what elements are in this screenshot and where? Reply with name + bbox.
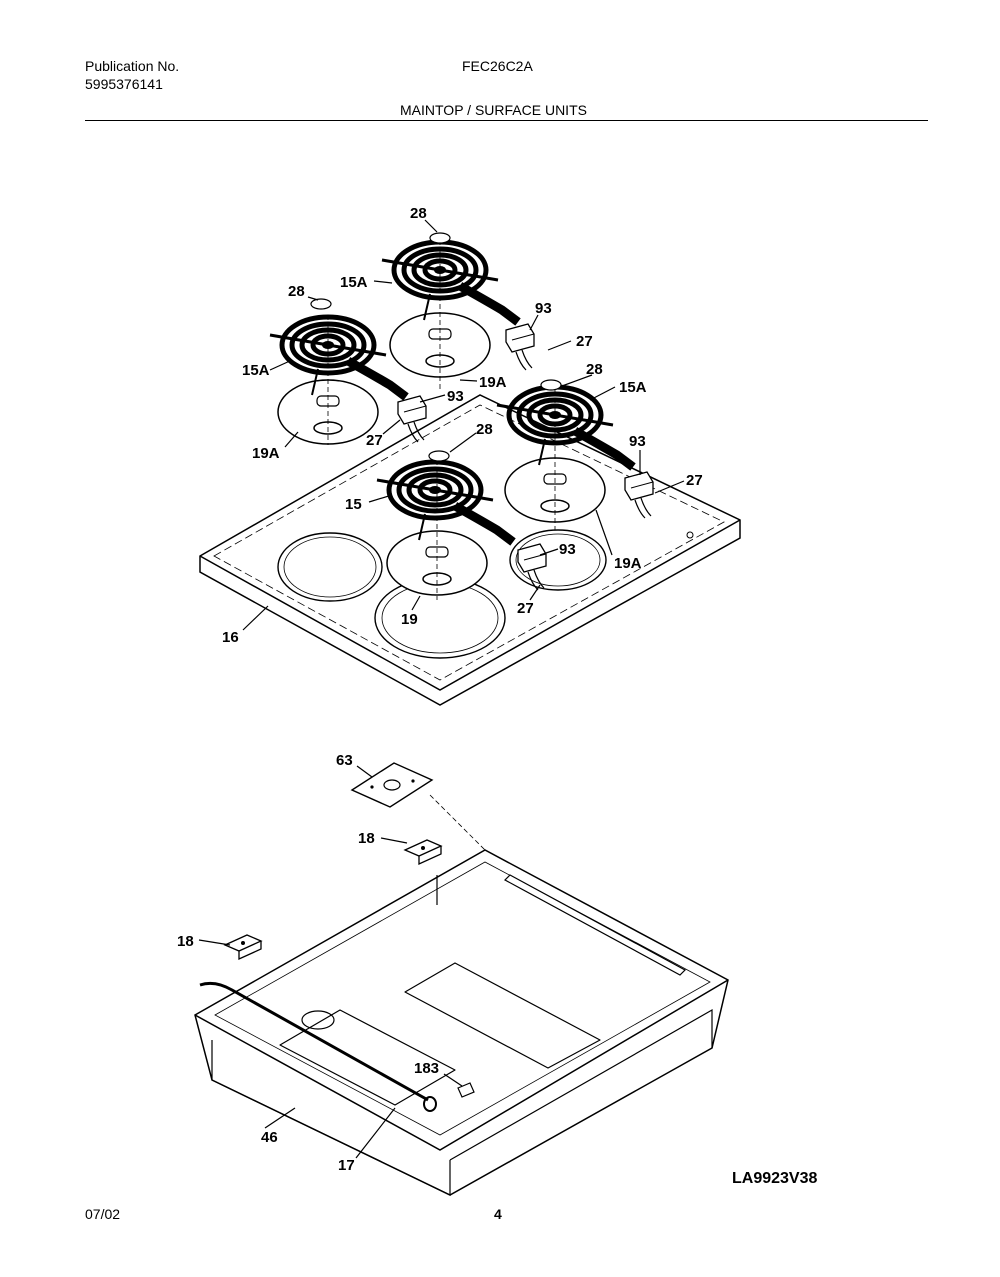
- callout-93-left: 93: [447, 388, 464, 405]
- support-rod: [199, 981, 437, 1112]
- bracket-back: [404, 839, 442, 865]
- model-number: FEC26C2A: [462, 58, 533, 74]
- callout-19a-left: 19A: [252, 445, 280, 462]
- publication-label: Publication No.: [85, 58, 180, 74]
- callout-63: 63: [336, 752, 353, 769]
- front-surface-unit: [377, 450, 547, 600]
- plate-part: [350, 762, 486, 851]
- publication-number: 5995376141: [85, 76, 163, 92]
- leader-lines: [242, 219, 685, 631]
- callout-93-front: 93: [559, 541, 576, 558]
- callout-18-left: 18: [177, 933, 194, 950]
- callout-183: 183: [414, 1060, 439, 1077]
- callout-27-right: 27: [686, 472, 703, 489]
- callout-27-left: 27: [366, 432, 383, 449]
- screw-part: [457, 1082, 475, 1098]
- lower-leader-lines: [198, 765, 463, 1159]
- callout-27-front: 27: [517, 600, 534, 617]
- footer-date: 07/02: [85, 1206, 121, 1222]
- callout-27-back: 27: [576, 333, 593, 350]
- drawing-id: LA9923V38: [732, 1170, 818, 1187]
- callout-15-front: 15: [345, 496, 362, 513]
- right-surface-unit: [497, 379, 654, 530]
- back-surface-unit: [382, 232, 535, 390]
- callout-15a-left: 15A: [242, 362, 270, 379]
- callout-19a-right: 19A: [614, 555, 642, 572]
- callout-93-right: 93: [629, 433, 646, 450]
- header-rule: [85, 120, 928, 121]
- callout-46: 46: [261, 1129, 278, 1146]
- left-surface-unit: [270, 298, 427, 445]
- callout-93-back: 93: [535, 300, 552, 317]
- callout-15a-back: 15A: [340, 274, 368, 291]
- callout-19-front: 19: [401, 611, 418, 628]
- callout-16: 16: [222, 629, 239, 646]
- callout-28-right: 28: [586, 361, 603, 378]
- bracket-left: [224, 934, 262, 960]
- section-title: MAINTOP / SURFACE UNITS: [400, 102, 587, 118]
- callout-28-left: 28: [288, 283, 305, 300]
- callout-28-front: 28: [476, 421, 493, 438]
- page-number: 4: [494, 1206, 502, 1222]
- callout-28-back: 28: [410, 205, 427, 222]
- callout-19a-back: 19A: [479, 374, 507, 391]
- callout-17: 17: [338, 1157, 355, 1174]
- callout-18-back: 18: [358, 830, 375, 847]
- burner-box: [194, 849, 729, 1196]
- callout-15a-right: 15A: [619, 379, 647, 396]
